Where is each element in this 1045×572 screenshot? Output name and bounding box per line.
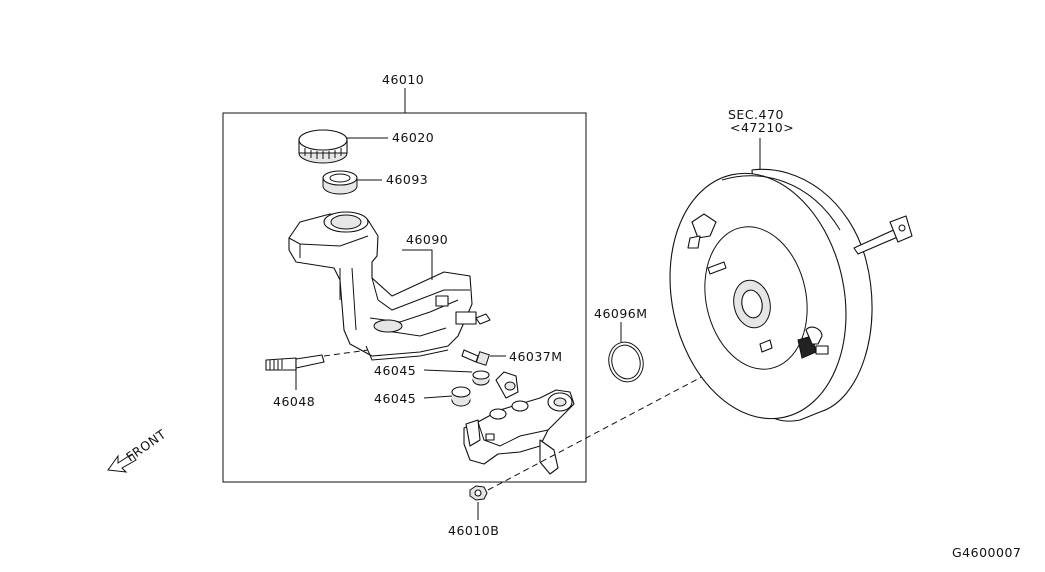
master-cylinder-body[interactable] <box>463 371 575 475</box>
o-ring[interactable] <box>604 338 647 385</box>
stud-guide-line <box>487 345 761 491</box>
grommet-lower[interactable] <box>451 386 471 407</box>
label-reservoir: 46090 <box>406 232 448 247</box>
reservoir-leader <box>402 249 433 280</box>
label-sec-ref: SEC.470 <box>728 107 784 122</box>
reservoir-tank[interactable] <box>288 211 491 361</box>
grommet-upper[interactable] <box>472 370 490 386</box>
front-arrow-icon <box>107 453 137 473</box>
reservoir-pin[interactable] <box>265 354 325 371</box>
label-assembly: 46010 <box>382 72 424 87</box>
label-strainer: 46093 <box>386 172 428 187</box>
label-sec-part: <47210> <box>730 120 794 135</box>
reservoir-cap[interactable] <box>298 129 348 164</box>
connector[interactable] <box>461 349 490 366</box>
grommet-upper-leader <box>423 369 473 373</box>
grommet-lower-leader <box>423 395 453 399</box>
label-grommet-lower: 46045 <box>374 391 416 406</box>
label-nut: 46010B <box>448 523 499 538</box>
mounting-nut[interactable] <box>469 485 488 501</box>
label-cap: 46020 <box>392 130 434 145</box>
pin-guide-line <box>323 349 369 357</box>
front-label: FRONT <box>123 426 169 464</box>
label-pin: 46048 <box>273 394 315 409</box>
diagram-code: G4600007 <box>952 545 1021 560</box>
label-connector: 46037M <box>509 349 563 364</box>
reservoir-strainer[interactable] <box>322 170 358 195</box>
label-o-ring: 46096M <box>594 306 648 321</box>
brake-booster[interactable] <box>648 157 913 435</box>
label-grommet-upper: 46045 <box>374 363 416 378</box>
